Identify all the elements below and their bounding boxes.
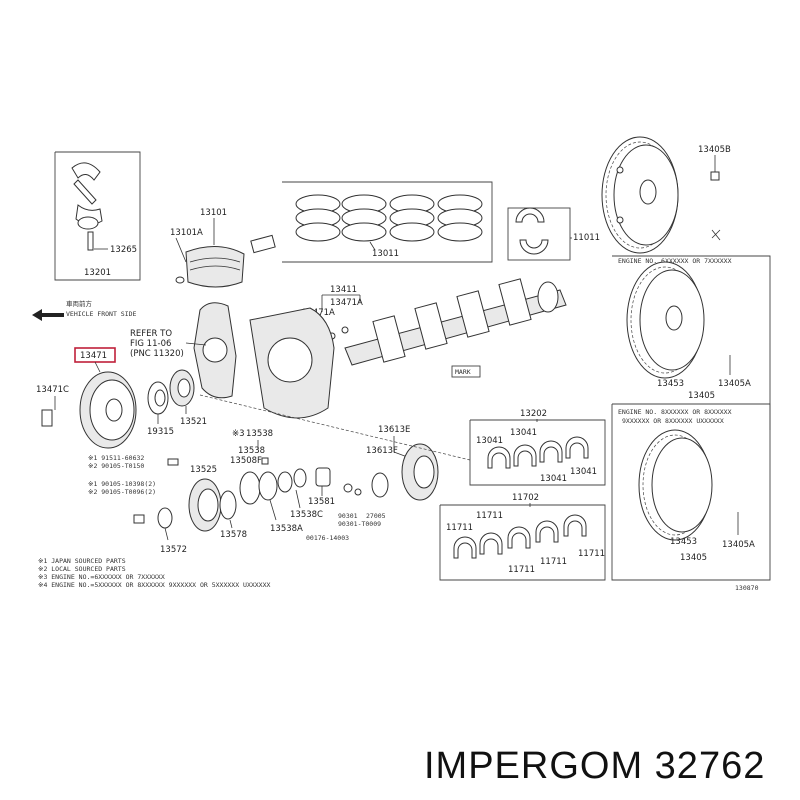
label-13471: 13471 xyxy=(80,351,107,361)
label-13041-c: 13041 xyxy=(540,474,567,484)
mark-label: MARK xyxy=(455,368,471,376)
label-11702: 11702 xyxy=(512,493,539,503)
timing-cover-group: REFER TO FIG 11-06 (PNC 11320) xyxy=(130,302,335,419)
brand-part-number: IMPERGOM 32762 xyxy=(424,745,765,787)
footnote-4: ※4 ENGINE NO.=5XXXXXX OR 8XXXXXX 9XXXXXX… xyxy=(38,581,271,589)
label-27005: 27005 xyxy=(366,512,386,520)
label-13011: 13011 xyxy=(372,249,399,259)
label-13578: 13578 xyxy=(220,530,247,540)
part-90105a: ※2 90105-T0150 xyxy=(88,462,144,470)
piston-rings-group: 13011 xyxy=(282,181,493,263)
main-bearings-group: 11702 11711 11711 11711 11711 11711 xyxy=(439,493,606,581)
label-13101A: 13101A xyxy=(170,228,203,238)
label-90301-b: 90301-T0009 xyxy=(338,520,381,528)
label-13265: 13265 xyxy=(110,245,137,255)
label-13525: 13525 xyxy=(190,465,217,475)
thrust-washer-group: 11011 xyxy=(507,207,600,261)
balancer-group: ※3 13538 13538 13508F ※1 91511-60632 ※2 … xyxy=(88,429,386,555)
vehicle-front-indicator: 車両前方 VEHICLE FRONT SIDE xyxy=(32,299,137,321)
label-13041-b: 13041 xyxy=(510,428,537,438)
label-13538-b: 13538 xyxy=(238,446,265,456)
label-13538A: 13538A xyxy=(270,524,303,534)
refer-to: REFER TO xyxy=(130,329,172,339)
refer-fig: FIG 11-06 xyxy=(130,339,171,349)
label-13471C: 13471C xyxy=(36,385,69,395)
crank-pulley-group: 13471 13471C xyxy=(36,347,137,449)
label-13538C: 13538C xyxy=(290,510,323,520)
engine-note-2b: 9XXXXXX OR 8XXXXXX UXXXXXX xyxy=(622,417,724,425)
label-13405-b: 13405 xyxy=(680,553,707,563)
footnote-2: ※2 LOCAL SOURCED PARTS xyxy=(38,565,126,573)
crank-sprocket-group: 13613E 13613F xyxy=(199,394,471,501)
vehicle-front-text: VEHICLE FRONT SIDE xyxy=(66,310,137,318)
label-13521: 13521 xyxy=(180,417,207,427)
label-11711-b: 11711 xyxy=(476,511,503,521)
label-13471A-a: 13471A xyxy=(302,308,335,318)
label-13405A-b: 13405A xyxy=(722,540,755,550)
connecting-rod-group: 13265 13201 xyxy=(54,151,141,281)
engine-note-2a: ENGINE NO. 8XXXXXX OR 8XXXXXX xyxy=(618,408,732,416)
label-13613E: 13613E xyxy=(378,425,410,435)
footnote-1: ※1 JAPAN SOURCED PARTS xyxy=(38,557,126,565)
label-13538-sym: ※3 xyxy=(232,429,245,439)
part-90105c: ※2 90105-T0096(2) xyxy=(88,488,156,496)
label-13411: 13411 xyxy=(330,285,357,295)
refer-pnc: (PNC 11320) xyxy=(130,349,184,359)
label-13453-a: 13453 xyxy=(657,379,684,389)
label-13041-d: 13041 xyxy=(570,467,597,477)
label-13581: 13581 xyxy=(308,497,335,507)
label-11711-c: 11711 xyxy=(508,565,535,575)
label-11711-d: 11711 xyxy=(540,557,567,567)
conrod-bearings-group: 13202 13041 13041 13041 13041 xyxy=(469,409,606,486)
flywheel-middle: ENGINE NO. 6XXXXXX OR 7XXXXXX 13453 1340… xyxy=(612,255,771,430)
timing-gears-group: 19315 13521 xyxy=(147,369,207,437)
label-13613F: 13613F xyxy=(366,446,398,456)
label-13508F: 13508F xyxy=(230,456,262,466)
part-90105b: ※1 90105-10398(2) xyxy=(88,480,156,488)
vehicle-front-jp: 車両前方 xyxy=(66,299,93,308)
crankshaft-group: 13411 13471A 13471A MARK xyxy=(302,278,567,378)
flywheel-top: 13405B xyxy=(601,136,731,254)
label-00176: 00176-14003 xyxy=(306,534,349,542)
label-13572: 13572 xyxy=(160,545,187,555)
label-13453-b: 13453 xyxy=(670,537,697,547)
engine-note-1: ENGINE NO. 6XXXXXX OR 7XXXXXX xyxy=(618,257,732,265)
footnotes: ※1 JAPAN SOURCED PARTS ※2 LOCAL SOURCED … xyxy=(38,557,759,592)
label-13405-a: 13405 xyxy=(688,391,715,401)
label-13041-a: 13041 xyxy=(476,436,503,446)
label-13201: 13201 xyxy=(84,268,111,278)
label-13101: 13101 xyxy=(200,208,227,218)
label-11011: 11011 xyxy=(573,233,600,243)
label-13471A-b: 13471A xyxy=(330,298,363,308)
label-13405B: 13405B xyxy=(698,145,731,155)
piston-group: 13101 13101A xyxy=(170,208,276,288)
footnote-3: ※3 ENGINE NO.=6XXXXXX OR 7XXXXXX xyxy=(38,573,165,581)
part-91511: ※1 91511-60632 xyxy=(88,454,144,462)
flywheel-bottom: ENGINE NO. 8XXXXXX OR 8XXXXXX 9XXXXXX OR… xyxy=(611,403,771,581)
label-11711-a: 11711 xyxy=(446,523,473,533)
label-90301: 90301 xyxy=(338,512,358,520)
diagram-code: 130870 xyxy=(735,584,759,592)
label-13202: 13202 xyxy=(520,409,547,419)
label-13405A-a: 13405A xyxy=(718,379,751,389)
label-13538: 13538 xyxy=(246,429,273,439)
label-11711-e: 11711 xyxy=(578,549,605,559)
label-19315: 19315 xyxy=(147,427,174,437)
